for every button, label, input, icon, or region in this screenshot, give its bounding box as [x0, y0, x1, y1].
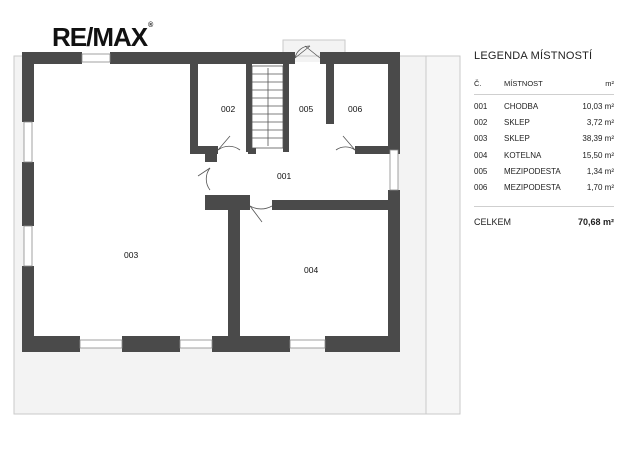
room-006-label: 006 [348, 104, 362, 114]
room-004-label: 004 [304, 265, 318, 275]
legend-row-area: 1,34 m² [586, 166, 614, 176]
windows [23, 53, 399, 349]
staircase [251, 65, 284, 149]
legend-header-num: Č. [474, 78, 482, 88]
legend-row-name: KOTELNA [504, 150, 542, 160]
legend-row-num: 003 [474, 134, 488, 144]
remax-logo: RE/MAX® [52, 22, 154, 52]
legend-row-area: 38,39 m² [582, 134, 614, 144]
legend-header-name: MÍSTNOST [504, 78, 543, 88]
legend-row-area: 1,70 m² [586, 183, 614, 193]
legend-title: LEGENDA MÍSTNOSTÍ [474, 50, 593, 62]
legend-row-num: 006 [474, 183, 488, 193]
legend-row-name: SKLEP [504, 117, 530, 127]
legend-row: 005 MEZIPODESTA 1,34 m² [474, 163, 614, 179]
room-005-label: 005 [299, 104, 313, 114]
legend-header-row: Č. MÍSTNOST m² [474, 75, 614, 95]
legend-row-area: 10,03 m² [582, 101, 614, 111]
legend-total-value: 70,68 m² [577, 216, 614, 227]
room-labels: 001 002 003 004 005 006 [124, 104, 362, 275]
room-001-label: 001 [277, 171, 291, 181]
room-003-label: 003 [124, 250, 138, 260]
room-002-label: 002 [221, 104, 235, 114]
legend-row: 002 SKLEP 3,72 m² [474, 114, 614, 130]
legend-row-num: 005 [474, 166, 488, 176]
walls [22, 52, 400, 352]
legend-row-area: 15,50 m² [582, 150, 614, 160]
legend-total-label: CELKEM [474, 216, 512, 227]
legend-row: 003 SKLEP 38,39 m² [474, 131, 614, 147]
legend-total-row: CELKEM 70,68 m² [474, 205, 614, 227]
legend-header-area: m² [605, 78, 614, 88]
legend-row-name: SKLEP [504, 134, 530, 144]
legend-row-area: 3,72 m² [586, 117, 614, 127]
legend-row: 006 MEZIPODESTA 1,70 m² [474, 179, 614, 195]
legend-row-name: MEZIPODESTA [504, 166, 561, 176]
room-legend: LEGENDA MÍSTNOSTÍ Č. MÍSTNOST m² 001 CHO… [474, 50, 614, 227]
doors [197, 45, 356, 223]
legend-row: 001 CHODBA 10,03 m² [474, 98, 614, 114]
legend-row-name: CHODBA [504, 101, 539, 111]
legend-row-name: MEZIPODESTA [504, 183, 561, 193]
legend-row: 004 KOTELNA 15,50 m² [474, 147, 614, 163]
legend-row-num: 002 [474, 117, 488, 127]
legend-row-num: 004 [474, 150, 488, 160]
legend-row-num: 001 [474, 101, 488, 111]
